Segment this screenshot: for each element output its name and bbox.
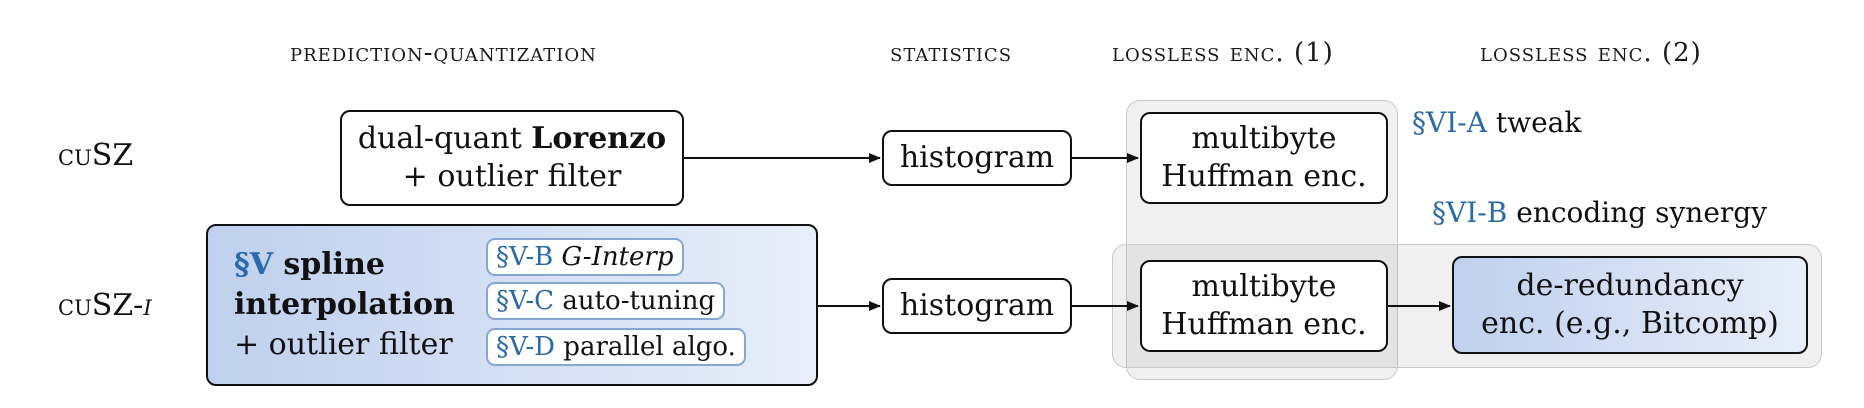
- synergy-text: encoding synergy: [1507, 196, 1768, 229]
- huffman-2-line1: multibyte: [1191, 269, 1337, 304]
- huffman-1-line1: multibyte: [1191, 121, 1337, 156]
- tweak-annotation: §VI-A tweak: [1412, 106, 1581, 139]
- huffman-box-1: multibyte Huffman enc.: [1140, 112, 1388, 204]
- huffman-2-line2: Huffman enc.: [1161, 307, 1367, 342]
- pill-parallel-algo-text: parallel algo.: [555, 332, 736, 362]
- histogram-label-1: histogram: [899, 140, 1055, 175]
- row-label-cusz-i-prefix: cuSZ-: [58, 288, 144, 323]
- synergy-section-ref: §VI-B: [1432, 196, 1508, 229]
- row-label-cusz-i-suffix: i: [143, 288, 152, 323]
- pill-auto-tuning: §V-C auto-tuning: [486, 282, 726, 320]
- lorenzo-bold: Lorenzo: [531, 121, 667, 156]
- pill-g-interp: §V-B G-Interp: [486, 238, 684, 276]
- cusz-lorenzo-line2: + outlier filter: [402, 159, 622, 194]
- cusz-lorenzo-box: dual-quant Lorenzo + outlier filter: [340, 110, 684, 206]
- spline-text: spline: [272, 247, 385, 282]
- pill-parallel-algo-ref: §V-D: [496, 332, 556, 362]
- row-label-cusz: cuSZ: [58, 138, 134, 173]
- dedup-line2: enc. (e.g., Bitcomp): [1481, 306, 1779, 341]
- tweak-section-ref: §VI-A: [1412, 106, 1487, 139]
- histogram-box-2: histogram: [882, 278, 1072, 334]
- spline-line3: + outlier filter: [234, 327, 453, 362]
- spline-line1: §V spline: [234, 245, 385, 285]
- header-prediction-quantization: prediction-quantization: [290, 38, 597, 68]
- tweak-text: tweak: [1486, 106, 1582, 139]
- header-lossless-enc-1: lossless enc. (1): [1112, 38, 1334, 68]
- synergy-annotation: §VI-B encoding synergy: [1432, 196, 1767, 229]
- histogram-box-1: histogram: [882, 130, 1072, 186]
- header-statistics: statistics: [890, 38, 1013, 68]
- huffman-1-line2: Huffman enc.: [1161, 159, 1367, 194]
- cusz-lorenzo-line1: dual-quant Lorenzo: [358, 120, 666, 158]
- huffman-box-2: multibyte Huffman enc.: [1140, 260, 1388, 352]
- pill-parallel-algo: §V-D parallel algo.: [486, 328, 746, 366]
- pill-auto-tuning-ref: §V-C: [496, 286, 555, 316]
- histogram-label-2: histogram: [899, 288, 1055, 323]
- header-lossless-enc-2: lossless enc. (2): [1480, 38, 1702, 68]
- pill-g-interp-text: G-Interp: [553, 242, 674, 272]
- lorenzo-prefix: dual-quant: [357, 121, 532, 156]
- spline-line2: interpolation: [234, 285, 455, 325]
- spline-section-ref: §V: [234, 247, 273, 282]
- row-label-cusz-i: cuSZ-i: [58, 288, 152, 323]
- pill-auto-tuning-text: auto-tuning: [554, 286, 716, 316]
- interpolation-text: interpolation: [234, 287, 455, 322]
- de-redundancy-box: de-redundancy enc. (e.g., Bitcomp): [1452, 256, 1808, 354]
- dedup-line1: de-redundancy: [1516, 268, 1744, 303]
- pill-g-interp-ref: §V-B: [496, 242, 554, 272]
